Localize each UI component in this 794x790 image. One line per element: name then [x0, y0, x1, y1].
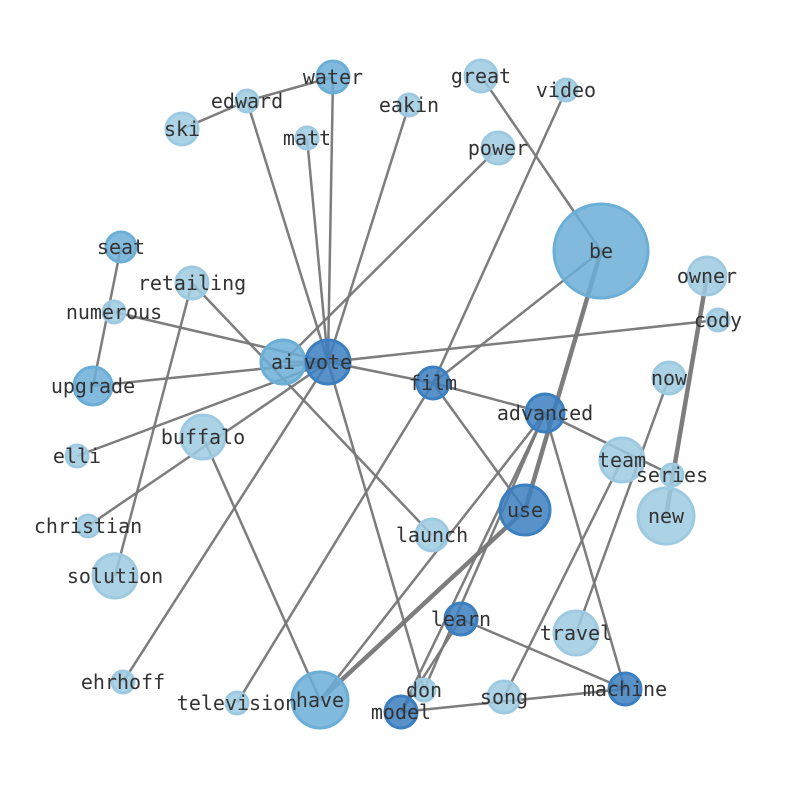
edge-television-film [235, 382, 435, 704]
node-label-retailing: retailing [138, 271, 246, 295]
node-song[interactable] [486, 679, 522, 715]
edge-learn-model [399, 618, 463, 713]
node-label-advanced: advanced [497, 401, 593, 425]
node-label-power: power [468, 136, 528, 160]
node-label-matt: matt [283, 126, 331, 150]
node-use[interactable] [498, 483, 552, 537]
edge-water-vote [326, 76, 335, 363]
node-numerous[interactable] [101, 299, 127, 325]
node-solution[interactable] [91, 552, 139, 600]
node-label-learn: learn [431, 607, 491, 631]
node-label-model: model [371, 700, 431, 724]
node-label-don: don [406, 678, 442, 702]
node-advanced[interactable] [524, 392, 566, 434]
node-great[interactable] [463, 58, 499, 94]
edges-layer [76, 75, 719, 714]
node-video[interactable] [553, 77, 579, 103]
node-label-seat: seat [97, 235, 145, 259]
edge-advanced-have [319, 412, 546, 701]
labels-layer: water edward ski matt eakin great video power be… [34, 64, 742, 724]
node-power[interactable] [480, 130, 516, 166]
node-label-vote: vote [304, 350, 352, 374]
node-label-buffalo: buffalo [161, 425, 245, 449]
edge-video-film [431, 89, 568, 384]
edge-vote-don [326, 361, 426, 691]
edge-now-travel [574, 377, 671, 634]
node-buffalo[interactable] [179, 413, 227, 461]
edge-eakin-vote [326, 104, 411, 363]
node-launch[interactable] [414, 517, 450, 553]
edge-buffalo-have [201, 436, 322, 701]
node-label-cody: cody [694, 308, 742, 332]
node-label-machine: machine [583, 677, 667, 701]
node-model[interactable] [383, 694, 419, 730]
node-label-launch: launch [396, 523, 468, 547]
node-label-water: water [303, 65, 363, 89]
node-label-be: be [589, 239, 613, 263]
node-label-team: team [598, 448, 646, 472]
node-have[interactable] [290, 670, 350, 730]
edge-retailing-launch [191, 282, 433, 536]
node-label-television: television [177, 691, 297, 715]
node-series[interactable] [659, 462, 685, 488]
node-ski[interactable] [164, 111, 200, 147]
node-label-new: new [648, 504, 685, 528]
edge-cody-vote [327, 318, 719, 364]
node-owner[interactable] [686, 255, 728, 297]
node-label-now: now [651, 366, 688, 390]
node-label-eakin: eakin [379, 93, 439, 117]
node-television[interactable] [224, 690, 250, 716]
node-matt[interactable] [294, 125, 320, 151]
node-label-edward: edward [211, 89, 283, 113]
node-edward[interactable] [234, 88, 260, 114]
edge-learn-machine [460, 617, 626, 691]
edge-power-ai [282, 147, 499, 363]
node-travel[interactable] [552, 609, 600, 657]
node-christian[interactable] [75, 513, 101, 539]
node-label-great: great [451, 64, 511, 88]
edge-advanced-machine [543, 412, 627, 690]
node-label-upgrade: upgrade [51, 374, 135, 398]
node-team[interactable] [598, 436, 646, 484]
node-machine[interactable] [607, 671, 643, 707]
edge-retailing-solution [113, 282, 194, 577]
node-elli[interactable] [64, 443, 90, 469]
edge-edward-vote [245, 100, 330, 363]
node-label-film: film [409, 371, 457, 395]
node-retailing[interactable] [174, 265, 210, 301]
node-now[interactable] [651, 360, 687, 396]
node-eakin[interactable] [396, 92, 422, 118]
node-label-ski: ski [164, 117, 200, 141]
nodes-layer [64, 58, 731, 730]
node-film[interactable] [415, 365, 451, 401]
node-upgrade[interactable] [72, 365, 114, 407]
node-label-have: have [296, 688, 344, 712]
node-label-series: series [636, 463, 708, 487]
node-label-solution: solution [67, 564, 163, 588]
node-water[interactable] [315, 59, 351, 95]
edge-matt-vote [305, 137, 330, 363]
edge-team-song [502, 459, 624, 698]
node-learn[interactable] [443, 601, 479, 637]
node-new[interactable] [636, 486, 696, 546]
edge-ehrhoff-vote [121, 361, 330, 683]
node-seat[interactable] [104, 230, 138, 264]
node-label-elli: elli [53, 444, 101, 468]
node-vote[interactable] [304, 338, 352, 386]
node-label-ehrhoff: ehrhoff [81, 670, 165, 694]
node-label-travel: travel [540, 621, 612, 645]
edge-advanced-model [399, 412, 547, 713]
node-cody[interactable] [705, 307, 731, 333]
node-ehrhoff[interactable] [110, 669, 136, 695]
node-label-ai: ai [271, 350, 295, 374]
edge-use-have [318, 508, 527, 702]
node-label-song: song [480, 685, 528, 709]
node-be[interactable] [552, 202, 650, 300]
node-label-christian: christian [34, 514, 142, 538]
node-label-video: video [536, 78, 596, 102]
node-don[interactable] [411, 677, 437, 703]
node-label-numerous: numerous [66, 300, 162, 324]
node-label-use: use [507, 498, 543, 522]
node-label-owner: owner [677, 264, 737, 288]
